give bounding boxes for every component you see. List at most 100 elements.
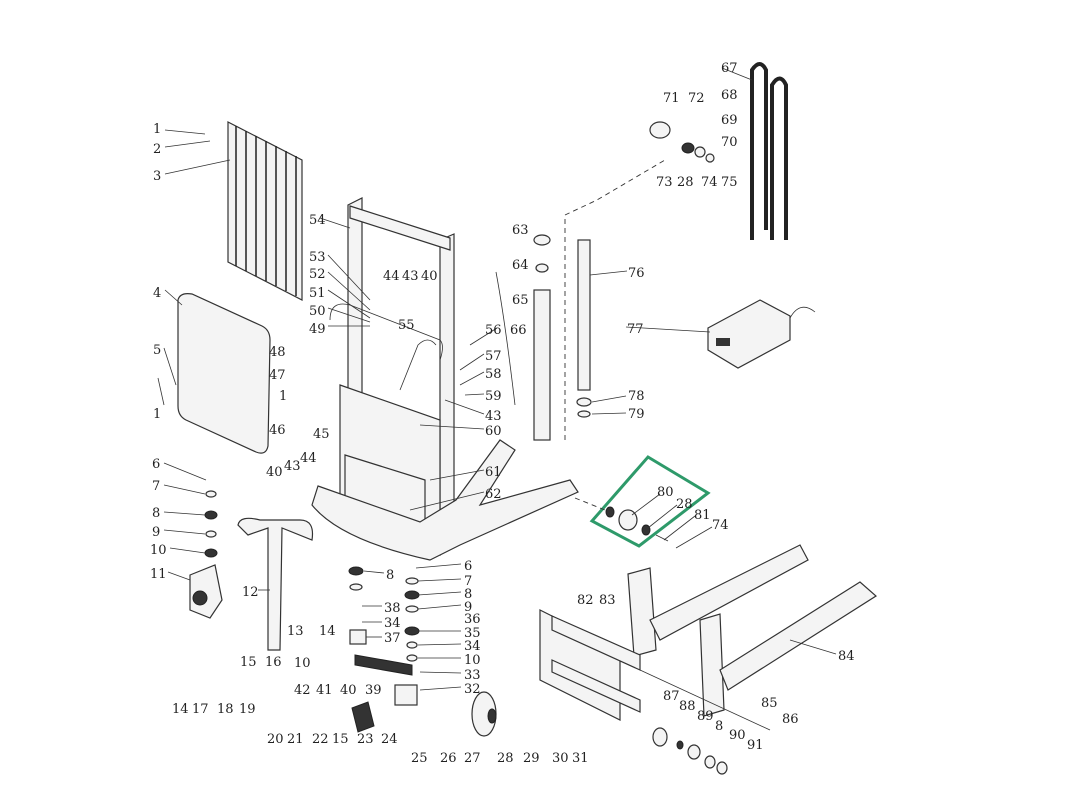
pulley-part [649,121,715,163]
part-label: 26 [440,751,457,766]
part-label: 6 [152,457,160,472]
part-label: 40 [340,683,357,698]
part-label: 10 [294,656,311,671]
part-label: 1 [153,407,161,422]
part-label: 63 [512,223,529,238]
part-label: 74 [701,175,718,190]
part-label: 85 [761,696,778,711]
part-label: 22 [312,732,329,747]
part-label: 50 [309,304,326,319]
cylinder-part [533,289,551,441]
part-label: 17 [192,702,209,717]
part-label: 28 [676,497,693,512]
leader-lines [157,67,837,691]
part-label: 72 [688,91,705,106]
part-label: 4 [153,286,161,301]
chain-part [750,62,788,240]
part-label: 61 [485,465,502,480]
part-label: 70 [721,135,738,150]
part-label: 23 [357,732,374,747]
part-label: 56 [485,323,502,338]
grille-part [227,121,303,301]
part-label: 48 [269,345,286,360]
charger-part [707,299,816,369]
part-label: 42 [294,683,311,698]
handle-part [237,517,314,651]
part-label: 88 [679,699,696,714]
part-label: 91 [747,738,764,753]
part-label: 47 [269,368,286,383]
part-label: 46 [269,423,286,438]
part-label: 1 [153,122,161,137]
part-label: 28 [677,175,694,190]
part-label: 39 [365,683,382,698]
part-label: 53 [309,250,326,265]
part-label: 73 [656,175,673,190]
carriage-part [539,609,771,731]
part-label: 9 [464,600,472,615]
roller-stack [652,727,728,775]
part-label: 8 [464,587,472,602]
part-label: 11 [150,567,167,582]
part-label: 14 [172,702,189,717]
part-label: 44 [300,451,317,466]
pedal-part [351,701,375,733]
part-label: 75 [721,175,738,190]
part-label: 1 [279,389,287,404]
part-label: 52 [309,267,326,282]
part-label: 55 [398,318,415,333]
part-label: 25 [411,751,428,766]
part-label: 87 [663,689,680,704]
part-label: 29 [523,751,540,766]
part-label: 80 [657,485,674,500]
part-label: 59 [485,389,502,404]
part-label: 41 [316,683,333,698]
part-label: 34 [464,639,481,654]
part-label: 65 [512,293,529,308]
part-label: 18 [217,702,234,717]
part-labels: 1 2 3 4 5 1 6 7 8 9 10 11 12 13 14 15 16… [150,61,855,766]
part-label: 83 [599,593,616,608]
part-label: 37 [384,631,401,646]
part-label: 49 [309,322,326,337]
part-label: 86 [782,712,799,727]
part-label: 68 [721,88,738,103]
part-label: 43 [485,409,502,424]
part-label: 69 [721,113,738,128]
part-label: 31 [572,751,589,766]
part-label: 7 [464,574,472,589]
part-label: 32 [464,682,481,697]
part-label: 8 [152,506,160,521]
part-label: 8 [715,719,723,734]
part-label: 40 [266,465,283,480]
part-label: 34 [384,616,401,631]
part-label: 30 [552,751,569,766]
part-label: 9 [152,525,160,540]
part-label: 36 [464,612,481,627]
part-label: 64 [512,258,529,273]
part-label: 13 [287,624,304,639]
part-label: 35 [464,626,481,641]
washer-stack [204,490,420,706]
part-label: 74 [712,518,729,533]
part-label: 44 [383,269,400,284]
part-label: 76 [628,266,645,281]
part-label: 24 [381,732,398,747]
part-label: 54 [309,213,326,228]
part-label: 3 [153,169,161,184]
backrest-part [177,293,271,454]
caster-part [189,564,223,619]
part-label: 89 [697,709,714,724]
part-label: 77 [627,322,644,337]
part-label: 12 [242,585,259,600]
part-label: 15 [240,655,257,670]
part-label: 40 [421,269,438,284]
part-label: 15 [332,732,349,747]
part-label: 78 [628,389,645,404]
part-label: 5 [153,343,161,358]
part-label: 45 [313,427,330,442]
part-label: 21 [287,732,304,747]
part-label: 8 [386,568,394,583]
part-label: 10 [150,543,167,558]
